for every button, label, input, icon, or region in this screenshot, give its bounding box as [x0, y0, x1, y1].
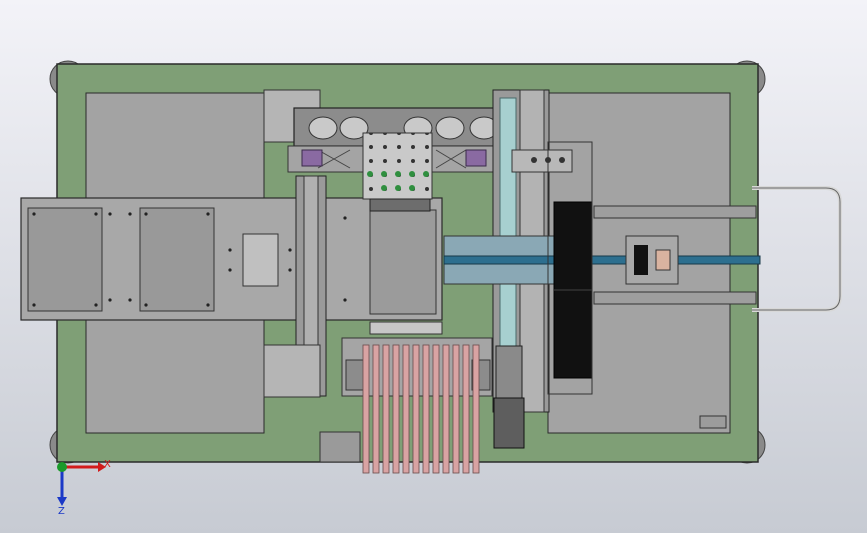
horizontal-drive[interactable] — [443, 205, 761, 305]
axis-x-label: X — [104, 459, 111, 470]
coordinate-triad-icon: X Z — [57, 459, 111, 517]
front-step — [319, 431, 361, 463]
axis-z-label: Z — [58, 506, 65, 517]
upper-nozzle-row — [369, 321, 443, 335]
left-table[interactable] — [20, 197, 443, 321]
hole-tray[interactable] — [362, 132, 433, 212]
right-frame — [547, 141, 593, 395]
left-vertical-rail[interactable] — [263, 175, 327, 398]
small-slot — [699, 415, 727, 429]
feeder-strips — [362, 344, 480, 474]
motor-block — [553, 201, 593, 379]
